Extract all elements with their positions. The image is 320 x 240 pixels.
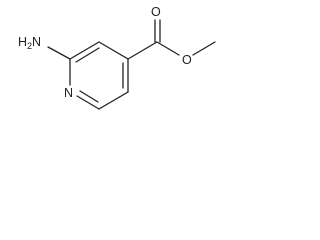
bond-ester-oxygen-methyl [192,41,216,56]
carbonyl-oxygen-label: O [151,5,161,19]
bond-c6-n1-inner [79,90,99,103]
amine-label: H2N [18,35,41,51]
bond-c3-c4 [98,41,129,60]
amine-label-subscript: 2 [27,41,32,51]
bond-carbonyl-ester-oxygen [156,41,180,56]
ester-oxygen-label: O [182,53,192,67]
amine-label-h: H [18,35,27,49]
amine-label-n: N [32,35,41,49]
bond-c2-c3-inner [75,47,100,63]
chemical-structure: H2N N O O [18,5,216,110]
bond-c2-amine [47,46,71,60]
bond-c6-n1 [76,95,100,110]
bond-c5-c6 [98,91,129,110]
ring-nitrogen-label: N [64,86,73,100]
bond-c4-carbonyl-carbon [127,41,158,60]
bond-c2-c3 [69,41,100,60]
